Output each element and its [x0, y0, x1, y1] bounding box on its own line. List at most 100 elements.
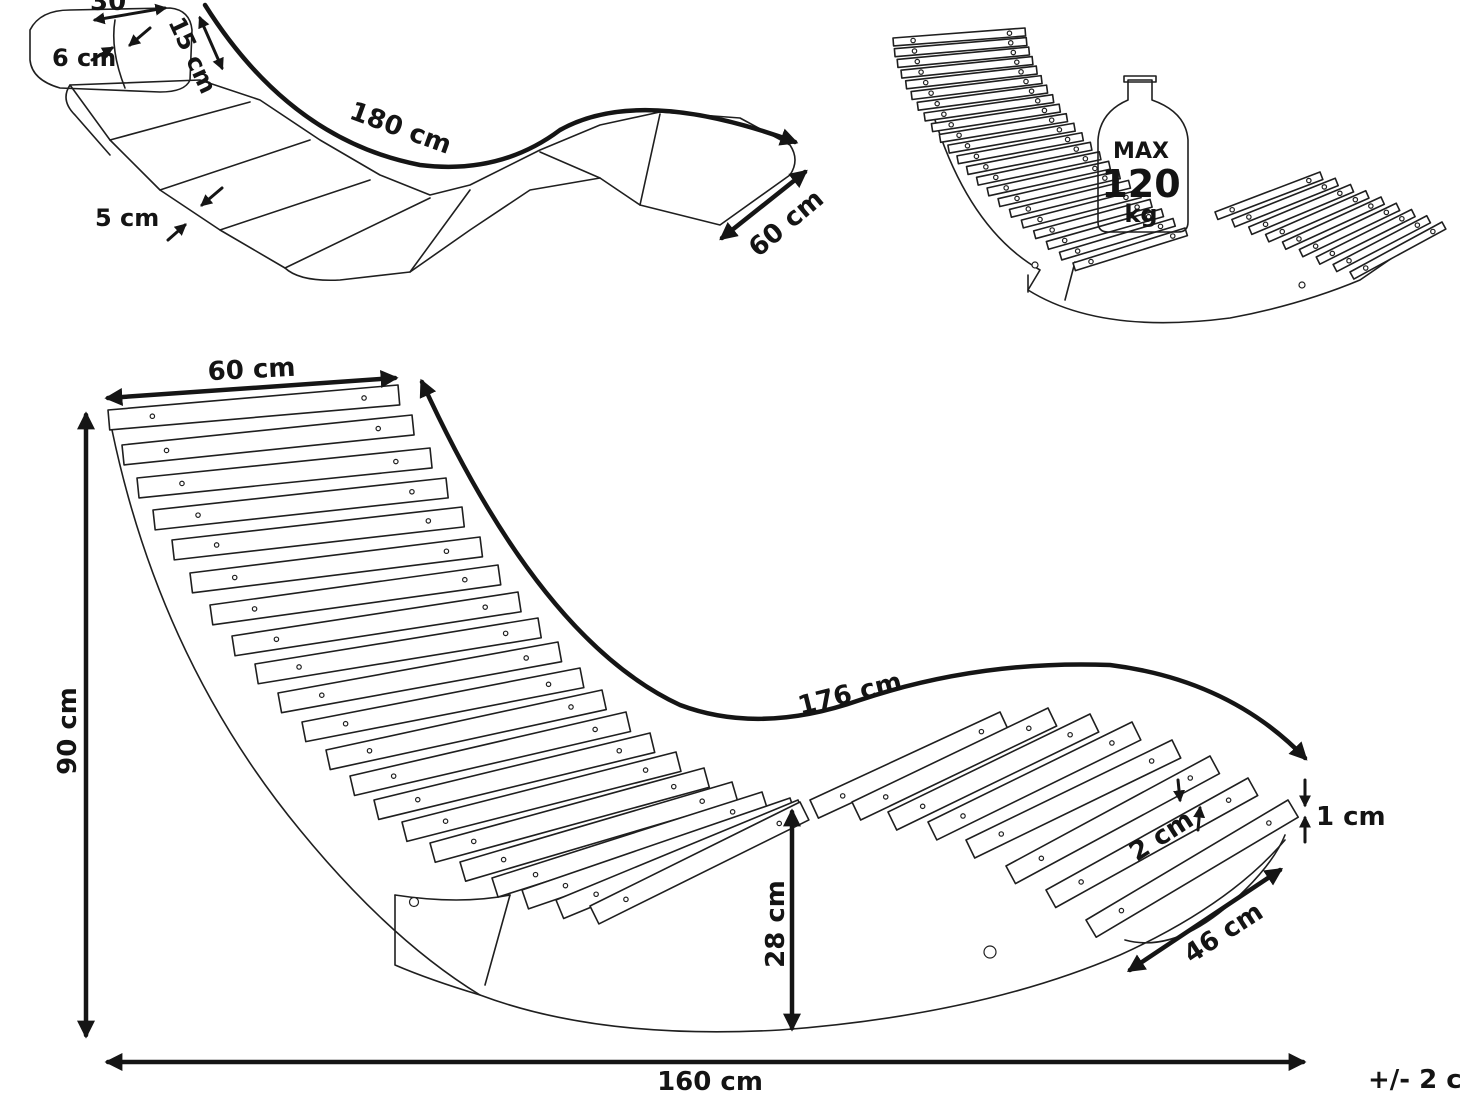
- cushion-outline: [69, 79, 796, 282]
- slat-screw: [1003, 185, 1009, 191]
- top-width-label: 30: [90, 0, 126, 17]
- small-slat: [965, 141, 1093, 176]
- slat-screw: [273, 636, 280, 643]
- main-frame-front: [111, 429, 1286, 1033]
- small-slat: [900, 55, 1034, 79]
- slat-screw: [1145, 213, 1152, 220]
- slat-screw: [1169, 233, 1176, 239]
- small-slat: [1008, 179, 1132, 219]
- slat-screw: [960, 813, 966, 819]
- slat-screw: [642, 767, 649, 773]
- slat-screw: [1266, 820, 1272, 826]
- pillow-thickness-arrow: [90, 46, 115, 62]
- cushion-seam: [284, 197, 431, 269]
- small-slat: [1231, 177, 1340, 228]
- cushion-seam: [639, 113, 661, 206]
- cushion-width-label: 60 cm: [743, 184, 830, 263]
- slat-screw: [1092, 165, 1098, 172]
- small-slats: [892, 27, 1447, 280]
- small-slat: [1349, 221, 1447, 280]
- slat-screw: [502, 630, 509, 637]
- backrest-slat: [429, 767, 711, 864]
- slat-screw: [1026, 725, 1032, 732]
- slat-screw: [1037, 216, 1043, 223]
- slat-screw: [670, 783, 677, 790]
- slat-screw: [914, 58, 921, 65]
- slat-screw: [1041, 107, 1048, 114]
- slat-screw: [1014, 195, 1020, 202]
- max-text: MAX: [1113, 139, 1169, 164]
- cushion-seam: [159, 139, 311, 191]
- backrest-slat: [589, 801, 810, 925]
- seat-slat: [1005, 755, 1221, 885]
- slat-screw: [1187, 775, 1194, 781]
- slat-screw: [983, 164, 989, 170]
- slat-screw: [425, 518, 432, 524]
- small-slat: [923, 93, 1055, 122]
- slat-screw: [342, 720, 349, 727]
- small-slat: [938, 112, 1069, 144]
- rocker-width-arrow: [1127, 867, 1283, 973]
- slat-gap-arrow: [1173, 778, 1186, 803]
- cushion-view: 30 6 cm 15 cm 180 cm 5 cm 60 cm: [29, 0, 830, 282]
- slat-screw: [375, 425, 382, 432]
- cushion-length-arrow: [202, 2, 799, 170]
- slat-screw: [1329, 250, 1336, 257]
- small-slat: [986, 160, 1112, 197]
- slat-screw: [1006, 30, 1013, 36]
- main-frame-inner: [484, 894, 511, 986]
- slat-screw: [1430, 228, 1436, 235]
- pillow-height-arrow: [198, 15, 224, 71]
- slat-screw: [998, 831, 1005, 837]
- slat-screw: [1225, 797, 1232, 803]
- slat-screw: [1064, 136, 1071, 143]
- slat-screw: [296, 664, 302, 670]
- slat-screw: [1013, 59, 1020, 65]
- slat-screw: [482, 604, 489, 610]
- slat-screw: [1337, 190, 1343, 197]
- slat-screw: [231, 574, 238, 581]
- slat-screw: [149, 413, 156, 420]
- small-frame-hole: [1031, 261, 1039, 269]
- small-slat: [956, 131, 1085, 165]
- weight-cap: [1123, 75, 1157, 83]
- slat-screw: [1109, 740, 1115, 746]
- seat-height-label: 28 cm: [761, 880, 791, 968]
- pillow-height-label: 15 cm: [163, 13, 223, 98]
- slat-screw: [1074, 248, 1081, 254]
- slat-screw: [1082, 155, 1089, 162]
- slat-screw: [1346, 257, 1352, 264]
- slat-screw: [1038, 855, 1045, 862]
- slat-screw: [616, 747, 623, 754]
- slat-screw: [462, 576, 468, 583]
- slat-screw: [1061, 237, 1068, 244]
- slat-screw: [1148, 758, 1155, 764]
- slat-screw: [1048, 117, 1055, 123]
- slat-screw: [699, 798, 705, 804]
- small-slat: [892, 27, 1027, 47]
- slat-screw: [390, 773, 397, 779]
- small-slat: [904, 65, 1038, 90]
- slat-screw: [776, 820, 783, 827]
- slat-screw: [1399, 215, 1405, 222]
- slat-screw: [1112, 184, 1119, 191]
- max-load-view: MAX 120 kg: [892, 27, 1447, 324]
- slat-screw: [1368, 203, 1374, 209]
- slat-screw: [1134, 204, 1140, 210]
- slat-screw: [911, 48, 918, 54]
- small-frame-inner: [1064, 261, 1076, 301]
- slat-screw: [361, 395, 367, 401]
- main-width-arrow: [104, 370, 399, 406]
- frame-hole: [408, 896, 420, 908]
- tolerance-label: +/- 2 cm: [1368, 1065, 1460, 1095]
- slat-screw: [1362, 265, 1369, 271]
- slat-screw: [409, 488, 415, 495]
- main-frame-back: [394, 894, 481, 996]
- cushion-length-label: 180 cm: [346, 96, 456, 160]
- slat-thickness-label: 1 cm: [1316, 802, 1386, 832]
- slat-screw: [251, 606, 258, 612]
- main-slats: [107, 384, 1300, 938]
- small-slat: [1214, 171, 1324, 221]
- slat-screw: [1025, 206, 1032, 212]
- slat-screw: [195, 512, 201, 518]
